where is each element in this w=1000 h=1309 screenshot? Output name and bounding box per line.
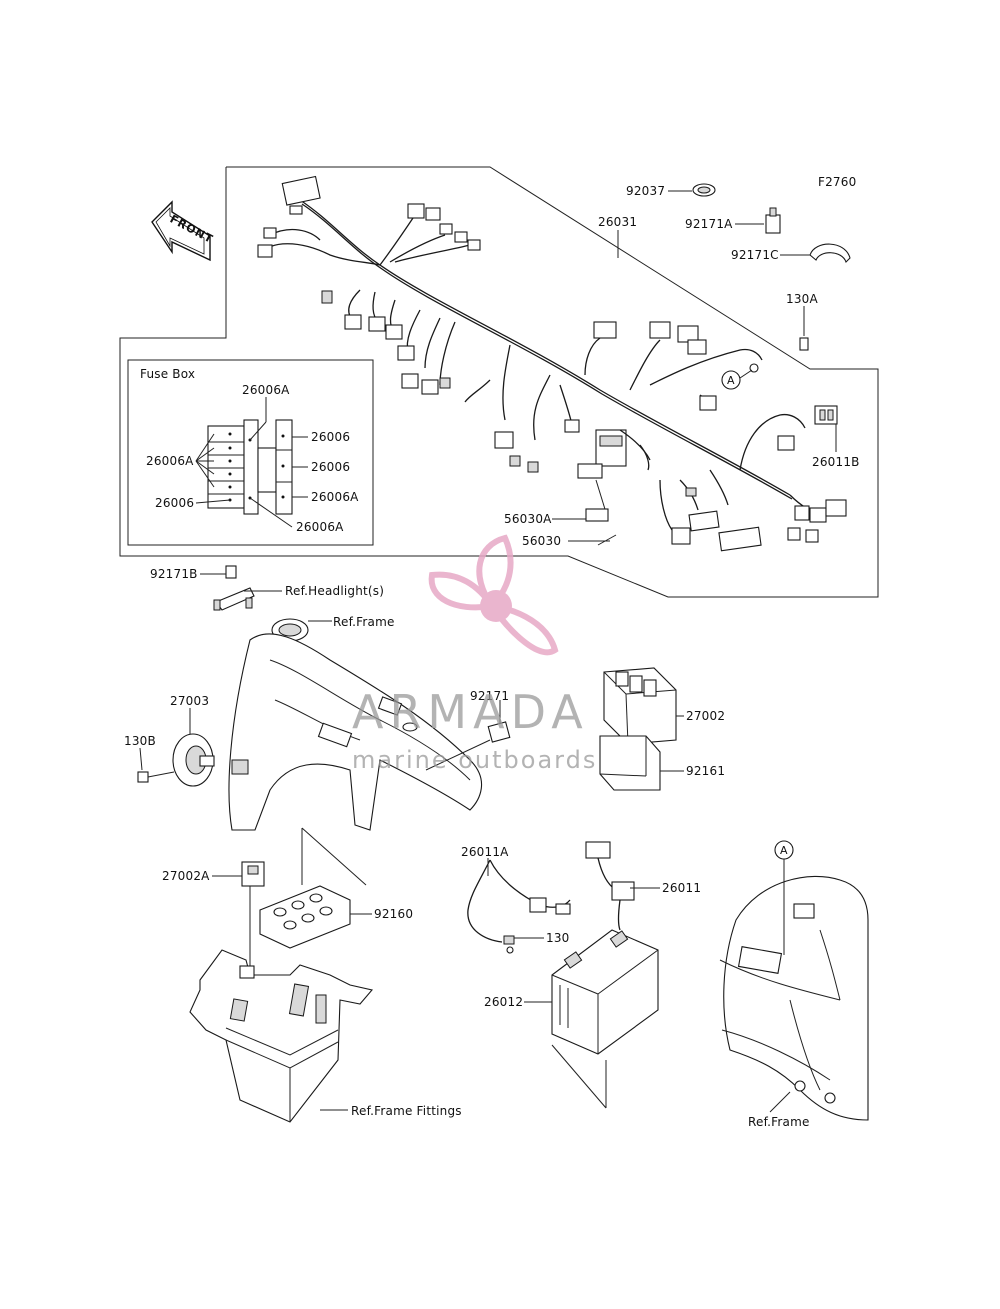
callout-130a: 130A: [786, 292, 819, 306]
svg-text:A: A: [727, 374, 735, 387]
callout-26011: 26011: [662, 881, 701, 895]
headlight-bracket: [200, 565, 282, 611]
clip-92171: [425, 700, 511, 771]
svg-text:A: A: [780, 844, 788, 857]
callout-27002: 27002: [686, 709, 725, 723]
callout-92037: 92037: [626, 184, 665, 198]
reference-marker-a-lower: A: [774, 840, 794, 860]
callout-92161: 92161: [686, 764, 725, 778]
clamp-92171c: [809, 243, 851, 264]
clamp-92037: [692, 183, 716, 197]
leader-ref-frame-lower: [769, 1091, 791, 1113]
frame-detail-right: [719, 858, 869, 1121]
callout-27002a: 27002A: [162, 869, 210, 883]
pad-92160: [259, 885, 372, 949]
reference-marker-a: A: [721, 369, 753, 390]
watermark: ARMADA marine outboards: [352, 534, 597, 774]
callout-92171c: 92171C: [731, 248, 779, 262]
watermark-brand: ARMADA: [352, 685, 589, 739]
propeller-logo-icon: [428, 534, 559, 656]
callout-92160: 92160: [374, 907, 413, 921]
ref-frame-fittings: Ref.Frame Fittings: [351, 1104, 462, 1118]
ecu-27002: [603, 667, 684, 745]
cable-26011: [585, 841, 660, 931]
main-harness: [257, 175, 847, 552]
horn-27003: [137, 708, 249, 787]
figure-code: F2760: [818, 175, 856, 189]
callout-26011b: 26011B: [812, 455, 860, 469]
fuse-label-right-2: 26006: [311, 460, 350, 474]
frame-neck: [228, 618, 483, 831]
battery-26012: [524, 929, 659, 1109]
fuse-label-left-1: 26006A: [146, 454, 194, 468]
leader-battery-box-top: [301, 827, 367, 886]
harness-callouts: 92037 26031 92171A 92171C 130A 26011B 56…: [504, 184, 860, 548]
callout-26012: 26012: [484, 995, 523, 1009]
fuse-label-right-1: 26006: [311, 430, 350, 444]
bolt-130a: [799, 337, 809, 351]
callout-92171a: 92171A: [685, 217, 733, 231]
fuse-box-frame: [127, 359, 374, 546]
ref-headlight: Ref.Headlight(s): [285, 584, 384, 598]
fuse-label-right-3: 26006A: [311, 490, 359, 504]
ref-frame-upper: Ref.Frame: [333, 615, 395, 629]
callout-26011a: 26011A: [461, 845, 509, 859]
callout-92171b: 92171B: [150, 567, 198, 581]
front-arrow-icon: FRONT: [151, 200, 215, 262]
fuse-box-title: Fuse Box: [140, 367, 195, 381]
callout-130b: 130B: [124, 734, 156, 748]
callout-130: 130: [546, 931, 570, 945]
clamp-92171a: [765, 207, 781, 234]
cover-92161: [599, 735, 684, 791]
harness-group-outline: [119, 166, 879, 598]
watermark-tagline: marine outboards: [352, 746, 597, 774]
callout-27003: 27003: [170, 694, 209, 708]
callout-56030: 56030: [522, 534, 561, 548]
relay-27002a: [212, 861, 265, 1020]
ref-frame-lower: Ref.Frame: [748, 1115, 810, 1129]
fuse-box-inset: Fuse Box 26: [127, 359, 374, 546]
callout-26031: 26031: [598, 215, 637, 229]
callout-56030a: 56030A: [504, 512, 552, 526]
cable-26011a: [467, 858, 571, 954]
battery-case: [189, 949, 374, 1123]
fuse-label-top: 26006A: [242, 383, 290, 397]
callout-92171: 92171: [470, 689, 509, 703]
fuse-label-left-2: 26006: [155, 496, 194, 510]
fuse-label-bottom: 26006A: [296, 520, 344, 534]
